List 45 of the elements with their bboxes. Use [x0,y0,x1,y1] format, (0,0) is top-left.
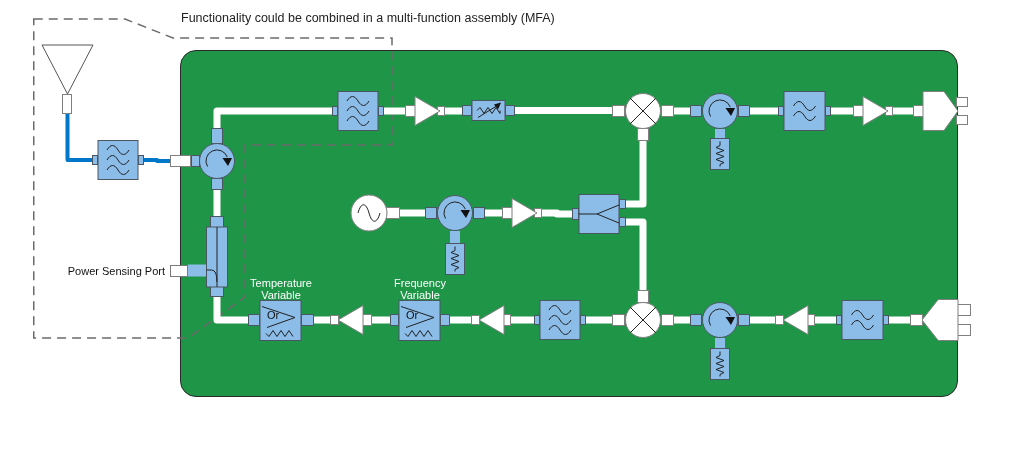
directional-coupler-symbol [206,216,228,297]
circulator-symbol [690,302,750,338]
waveguide-line [515,107,612,114]
amplifier-symbol [330,305,372,335]
oscillator-symbol [350,194,400,232]
mixer-symbol [612,93,674,141]
waveguide-line [674,107,690,115]
port-stub [188,264,206,277]
circulator-symbol [170,128,236,190]
waveguide-line [674,316,690,324]
filter-symbol [92,140,144,180]
filter-symbol [836,300,889,340]
amplifier-symbol [471,305,511,335]
coax-line [144,158,170,163]
component-label: Temperature Variable [249,277,313,301]
horn-antenna [41,44,94,114]
waveguide-line [485,209,502,217]
waveguide-line [213,190,221,216]
port-stub [715,338,725,348]
filter-symbol [778,91,831,131]
circulator-symbol [425,195,485,231]
component-label: Frequency Variable [393,277,447,301]
port-stub [450,231,460,243]
mixer-symbol [612,290,674,338]
coax-line [65,114,92,162]
amplifier-symbol [502,198,542,228]
power-divider-symbol [572,194,626,234]
amplifier-symbol [775,305,815,335]
group-heading: Functionality could be combined in a multi-function assembly (MFA) [181,11,555,26]
symbol-label: Or [406,308,419,321]
port-label: Power Sensing Port [67,264,165,278]
waveguide-line [400,209,425,217]
circulator-symbol [690,93,750,129]
waveguide-port [910,299,971,341]
load-resistor-symbol [445,243,465,275]
load-resistor-symbol [710,348,730,380]
amplifier-symbol [405,96,445,126]
load-resistor-symbol [710,138,730,170]
waveguide-port [913,91,968,131]
filter-symbol [332,91,384,131]
port-stub [715,129,725,138]
filter-symbol [534,300,586,340]
symbol-label: Or [267,308,280,321]
attenuator-symbol [462,100,515,121]
amplifier-symbol [853,96,893,126]
